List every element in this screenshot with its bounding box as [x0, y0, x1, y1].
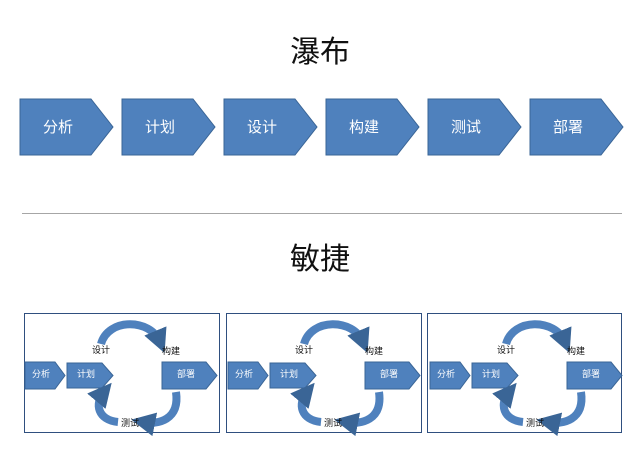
waterfall-step-arrow [121, 98, 216, 156]
build-label: 构建 [567, 345, 585, 357]
deploy-label: 部署 [177, 368, 195, 380]
test-label: 测试 [121, 417, 139, 429]
design-label: 设计 [295, 344, 313, 356]
waterfall-step-arrow [529, 98, 624, 156]
analyze-arrow [24, 361, 66, 390]
waterfall-title: 瀑布 [290, 35, 350, 70]
plan-arrow [66, 362, 114, 389]
waterfall-step-arrow [427, 98, 522, 156]
agile-title: 敏捷 [290, 242, 350, 277]
waterfall-step-label: 构建 [349, 118, 379, 136]
plan-label: 计划 [77, 368, 95, 380]
analyze-label: 分析 [437, 368, 455, 380]
build-label: 构建 [365, 345, 383, 357]
deploy-test-curve [536, 391, 586, 437]
analyze-arrow [429, 361, 471, 390]
plan-label: 计划 [280, 368, 298, 380]
waterfall-step-label: 测试 [451, 118, 481, 136]
test-plan-curve [290, 382, 322, 426]
test-label: 测试 [526, 417, 544, 429]
design-label: 设计 [497, 344, 515, 356]
waterfall-steps: 分析 计划 设计 构建 测试 部署 [19, 98, 624, 156]
test-plan-curve [87, 382, 119, 426]
design-label: 设计 [92, 344, 110, 356]
deploy-test-curve [334, 391, 384, 437]
waterfall-step-arrow [325, 98, 420, 156]
analyze-label: 分析 [32, 368, 50, 380]
design-build-curve [300, 320, 370, 354]
waterfall-step-arrow [19, 98, 114, 156]
waterfall-step-arrow [223, 98, 318, 156]
waterfall-step-label: 设计 [247, 118, 277, 136]
build-label: 构建 [162, 345, 180, 357]
design-build-curve [97, 320, 167, 354]
design-build-curve [502, 320, 572, 354]
deploy-arrow [566, 361, 623, 390]
plan-label: 计划 [482, 368, 500, 380]
waterfall-step-label: 分析 [43, 118, 73, 136]
analyze-arrow [227, 361, 269, 390]
test-label: 测试 [324, 417, 342, 429]
deploy-label: 部署 [582, 368, 600, 380]
deploy-arrow [364, 361, 421, 390]
deploy-arrow [161, 361, 218, 390]
section-divider [22, 213, 622, 214]
analyze-label: 分析 [235, 368, 253, 380]
deploy-label: 部署 [380, 368, 398, 380]
test-plan-curve [492, 382, 524, 426]
waterfall-step-label: 部署 [553, 118, 583, 136]
waterfall-step-label: 计划 [145, 118, 175, 136]
plan-arrow [471, 362, 519, 389]
deploy-test-curve [131, 391, 181, 437]
plan-arrow [269, 362, 317, 389]
